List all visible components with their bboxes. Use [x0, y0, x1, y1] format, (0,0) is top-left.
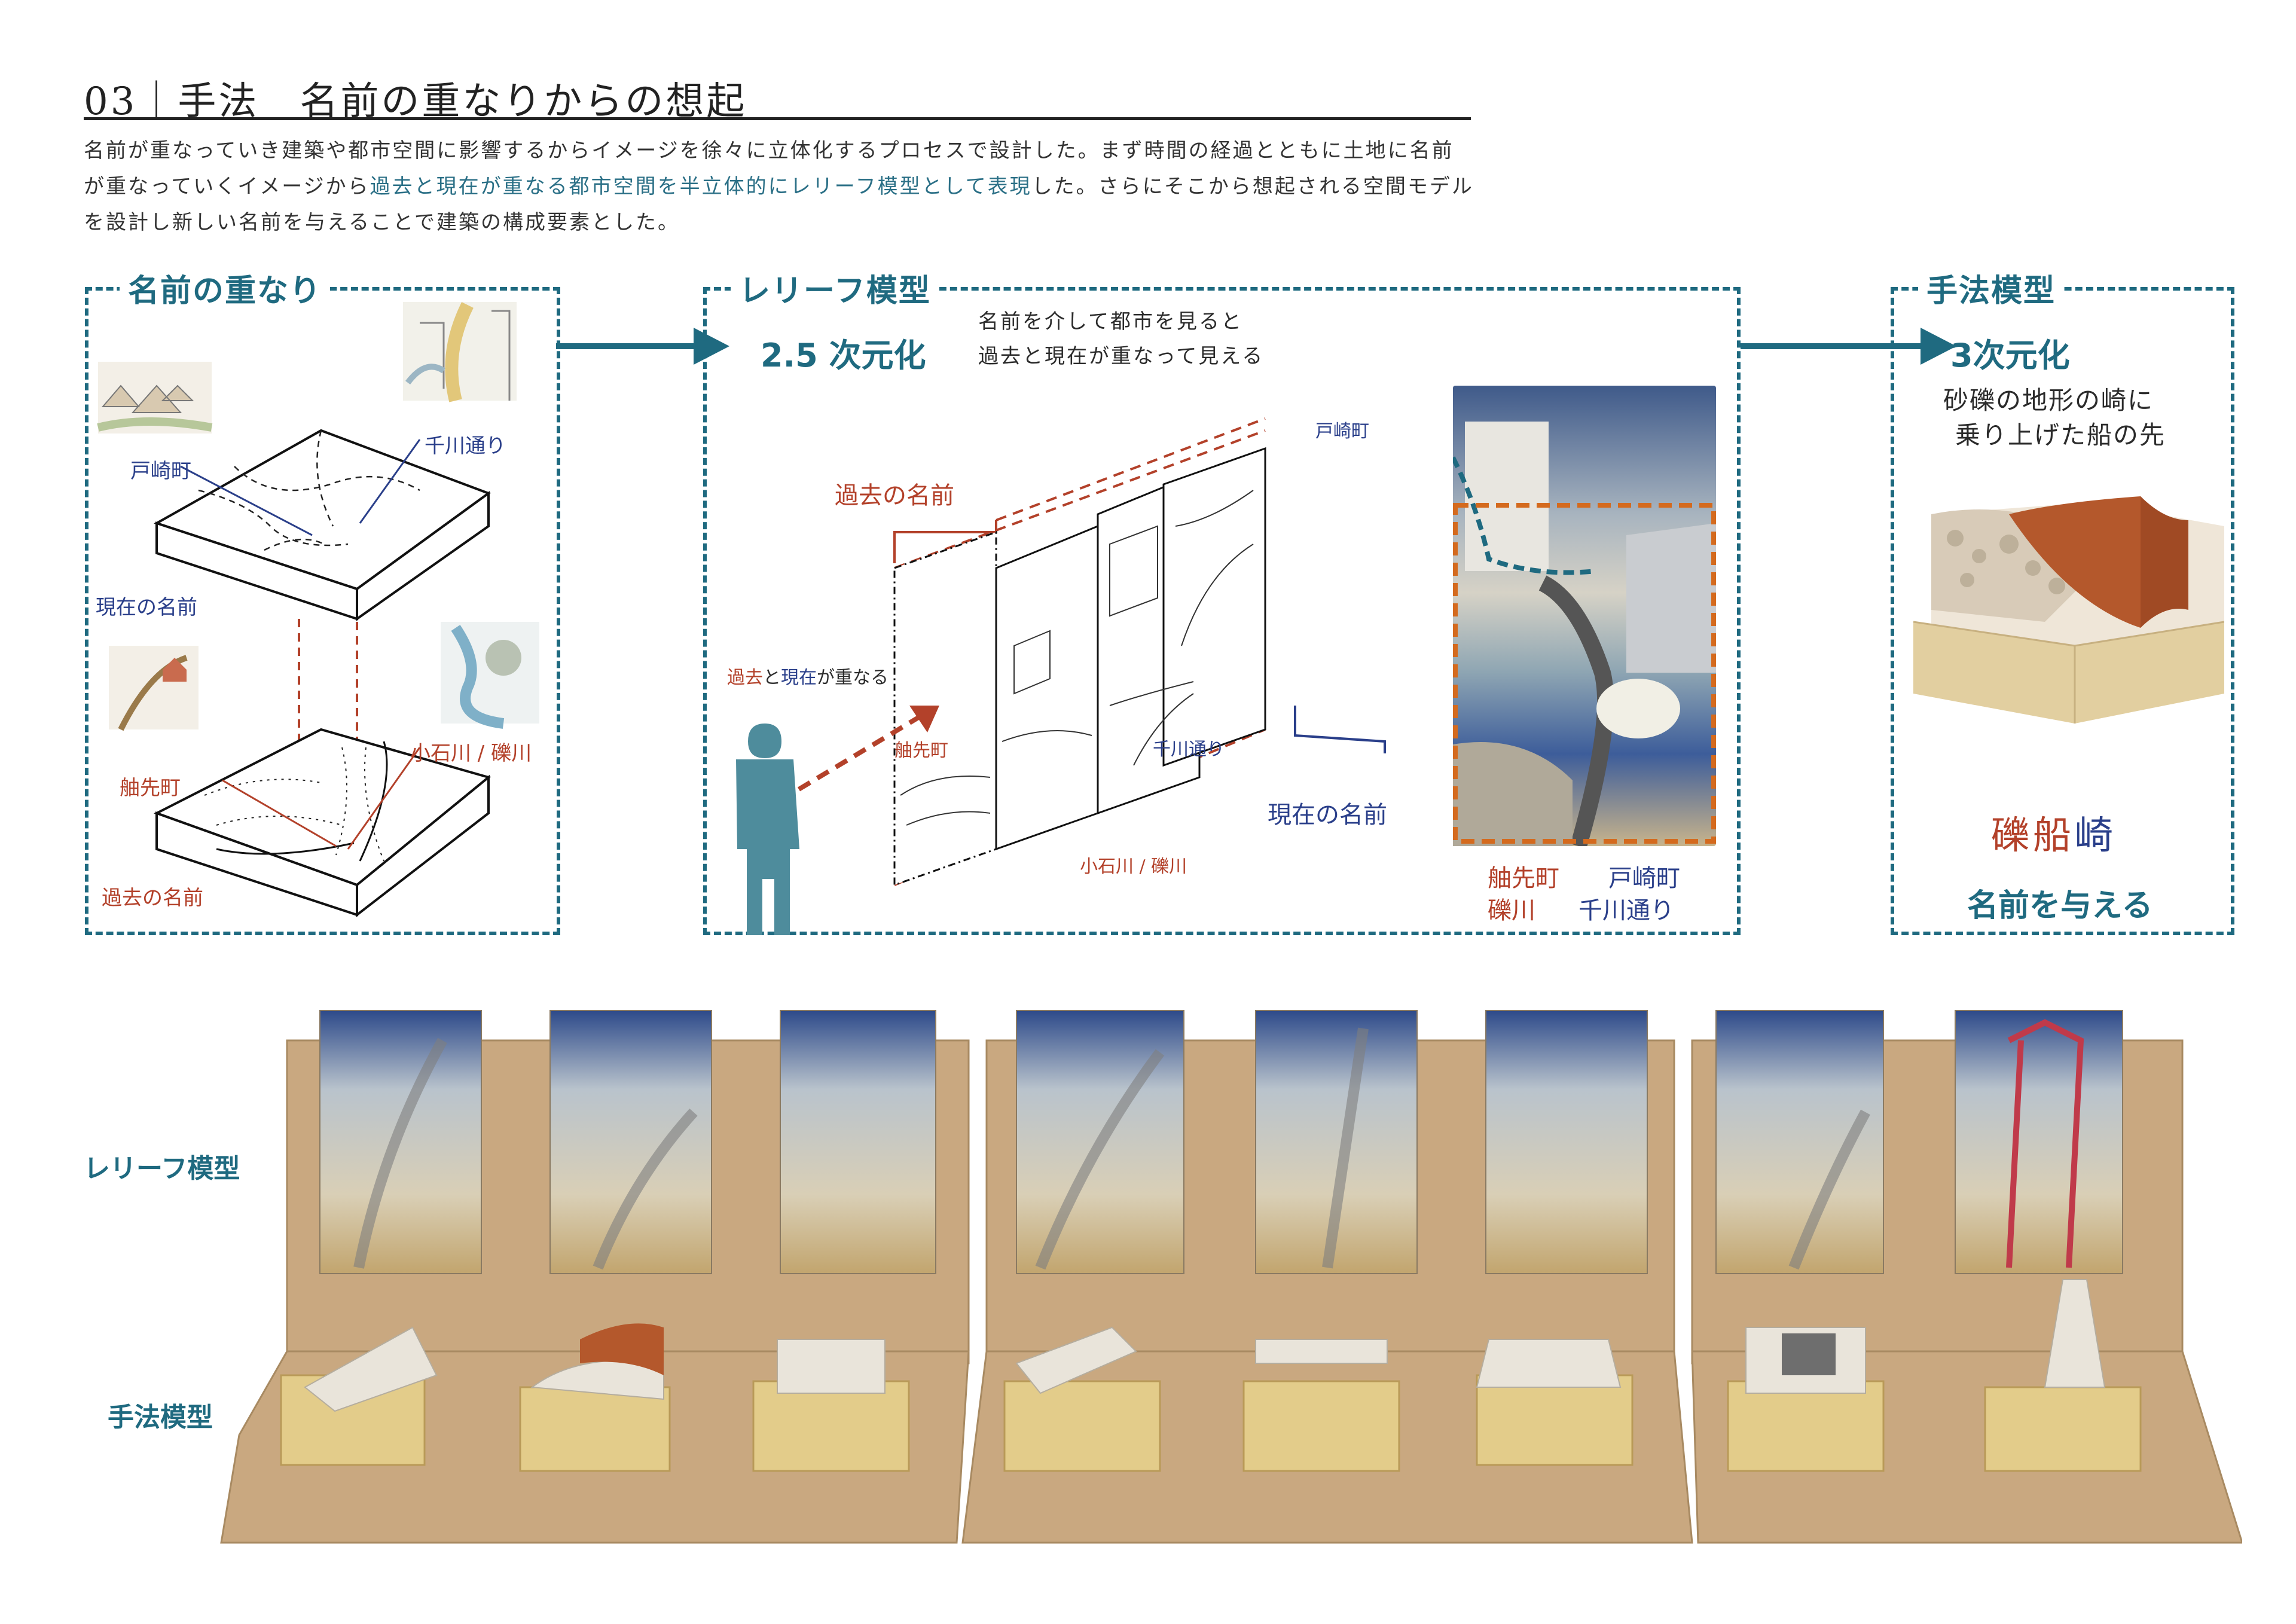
panel-label-method: 手法模型: [1918, 265, 2065, 310]
relief-dimension: 2.5 次元化: [761, 337, 926, 374]
label-koishikawa: 小石川 / 礫川: [410, 741, 532, 765]
new-name: 礫船崎: [1991, 814, 2117, 858]
panel-label-relief: レリーフ模型: [731, 265, 939, 310]
intro-highlight: 過去と現在が重なる都市空間を半立体的にレリーフ模型として表現: [370, 175, 1032, 199]
past-name-label: 過去の名前: [835, 482, 954, 509]
label-senkawa-top: 千川通り: [425, 434, 506, 458]
label-past-name: 過去の名前: [102, 886, 203, 910]
bottom-label-method: 手法模型: [108, 1402, 213, 1433]
method-model-photo: [1913, 496, 2224, 724]
intro-line-3: を設計し新しい名前を与えることで建築の構成要素とした。: [84, 210, 680, 234]
sketch-boat-icon: [109, 646, 199, 731]
relief-desc-1: 名前を介して都市を見ると: [978, 310, 1243, 334]
intro-line-2: が重なっていくイメージから過去と現在が重なる都市空間を半立体的にレリーフ模型とし…: [84, 175, 1474, 199]
method-desc-1: 砂礫の地形の崎に: [1943, 386, 2154, 415]
intro-text: 名前が重なっていき建築や都市空間に影響するからイメージを徐々に立体化するプロセス…: [84, 133, 1483, 240]
photo-caption-senkawa: 千川通り: [1578, 897, 1674, 924]
arrow-head-icon: [694, 328, 729, 365]
panel-label-name-overlap: 名前の重なり: [120, 265, 331, 310]
label-tozaki-top: 戸崎町: [130, 459, 191, 483]
relief-desc-2: 過去と現在が重なって見える: [978, 344, 1265, 368]
photo-caption-tozaki: 戸崎町: [1608, 865, 1680, 892]
arrow-to-relief: [556, 343, 700, 349]
sketch-street-icon: [403, 302, 517, 402]
layer-label-jikusaki: 舳先町: [894, 740, 948, 761]
title-rule: [84, 117, 1471, 120]
method-dimension: 3次元化: [1950, 337, 2070, 374]
present-terrain-block: [154, 429, 491, 621]
method-desc-2: 乗り上げた船の先: [1955, 420, 2166, 450]
sketch-houses-icon: [97, 362, 213, 434]
present-name-label: 現在の名前: [1268, 801, 1387, 829]
page-title: 03｜手法 名前の重なりからの想起: [84, 80, 747, 124]
sketch-river-icon: [441, 622, 539, 729]
terrain-diagram: [97, 302, 539, 918]
label-jikusaki: 舳先町: [120, 776, 181, 800]
layered-relief-diagram: [736, 417, 1386, 935]
label-present-name: 現在の名前: [96, 596, 197, 619]
model-lineup-photo: [220, 1010, 2242, 1544]
overlap-label: 過去と現在が重なる: [727, 667, 889, 688]
intro-line-1: 名前が重なっていき建築や都市空間に影響するからイメージを徐々に立体化するプロセス…: [84, 139, 1454, 163]
arrow-to-method: [1741, 343, 1926, 349]
relief-photo: [1451, 386, 1716, 848]
panel-relief-model: [703, 287, 1741, 935]
layer-label-tozaki: 戸崎町: [1315, 421, 1369, 442]
arrow-head-icon: [1921, 328, 1956, 365]
past-terrain-block: [153, 728, 491, 918]
person-silhouette-icon: [736, 724, 799, 935]
layer-label-koishikawa: 小石川 / 礫川: [1080, 856, 1187, 877]
photo-caption-reki: 礫川: [1488, 897, 1535, 924]
relief-photo-art: [1451, 422, 1716, 848]
layer-label-senkawa: 千川通り: [1153, 739, 1225, 760]
give-name-label: 名前を与える: [1967, 888, 2153, 924]
bottom-label-relief: レリーフ模型: [84, 1153, 240, 1184]
photo-caption-jikusaki: 舳先町: [1488, 865, 1559, 892]
